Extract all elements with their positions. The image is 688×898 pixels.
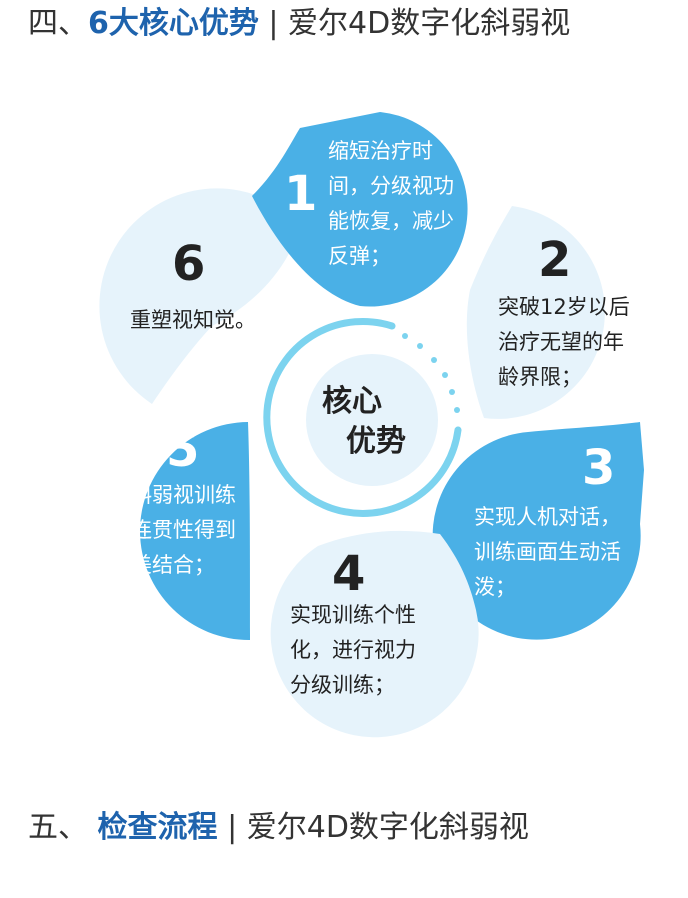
advantage-5-number: 5 xyxy=(166,422,200,478)
core-label-line-2: 优势 xyxy=(346,424,406,459)
advantage-5-line-3: 完美结合； xyxy=(110,553,215,577)
petal-4 xyxy=(270,530,479,738)
advantage-1-line-4: 反弹； xyxy=(328,244,391,268)
advantage-2-line-1: 突破12岁以后 xyxy=(498,295,630,319)
section-4-heading: 四、6大核心优势 | 爱尔4D数字化斜弱视 xyxy=(28,6,570,42)
section-4-highlight: 6大核心优势 xyxy=(88,6,259,41)
section-5-highlight: 检查流程 xyxy=(97,810,218,845)
advantage-3-line-1: 实现人机对话， xyxy=(474,505,621,529)
core-circle xyxy=(306,354,438,486)
advantage-4-line-2: 化，进行视力 xyxy=(290,638,416,662)
advantage-2-text: 突破12岁以后 治疗无望的年 龄界限； xyxy=(498,290,630,395)
core-ring xyxy=(263,317,462,517)
petal-1 xyxy=(252,112,468,307)
advantage-2-number: 2 xyxy=(538,232,572,288)
advantage-3-line-2: 训练画面生动活 xyxy=(474,540,621,564)
section-5-heading: 五、 检查流程 | 爱尔4D数字化斜弱视 xyxy=(28,810,529,846)
core-label-line-1: 核心 xyxy=(322,384,382,419)
petal-6 xyxy=(99,188,306,404)
advantage-1-line-1: 缩短治疗时 xyxy=(328,139,433,163)
advantage-2-line-2: 治疗无望的年 xyxy=(498,330,624,354)
advantage-2-line-3: 龄界限； xyxy=(498,365,582,389)
section-4-prefix: 四、 xyxy=(28,6,88,41)
advantage-4-number: 4 xyxy=(332,546,366,602)
section-5-prefix: 五、 xyxy=(28,810,98,845)
petal-5 xyxy=(139,422,250,641)
advantage-3-number: 3 xyxy=(582,440,616,496)
advantage-6-text: 重塑视知觉。 xyxy=(130,303,256,338)
advantage-6-line-1: 重塑视知觉。 xyxy=(130,308,256,332)
section-5-suffix: | 爱尔4D数字化斜弱视 xyxy=(217,810,529,845)
petal-3 xyxy=(432,422,644,640)
advantage-1-line-3: 能恢复，减少 xyxy=(328,209,454,233)
advantage-4-text: 实现训练个性 化，进行视力 分级训练； xyxy=(290,598,416,703)
advantage-1-line-2: 间，分级视功 xyxy=(328,174,454,198)
advantage-5-line-1: 将斜弱视训练 xyxy=(110,483,236,507)
advantage-1-text: 缩短治疗时 间，分级视功 能恢复，减少 反弹； xyxy=(328,134,454,274)
advantage-5-line-2: 的连贯性得到 xyxy=(110,518,236,542)
advantage-6-number: 6 xyxy=(172,236,206,292)
petal-2 xyxy=(466,206,605,419)
advantage-3-line-3: 泼； xyxy=(474,575,516,599)
advantage-4-line-3: 分级训练； xyxy=(290,673,395,697)
advantage-4-line-1: 实现训练个性 xyxy=(290,603,416,627)
advantage-1-number: 1 xyxy=(284,166,318,222)
section-4-suffix: | 爱尔4D数字化斜弱视 xyxy=(258,6,571,41)
advantage-3-text: 实现人机对话， 训练画面生动活 泼； xyxy=(474,500,621,605)
advantage-5-text: 将斜弱视训练 的连贯性得到 完美结合； xyxy=(110,478,236,583)
